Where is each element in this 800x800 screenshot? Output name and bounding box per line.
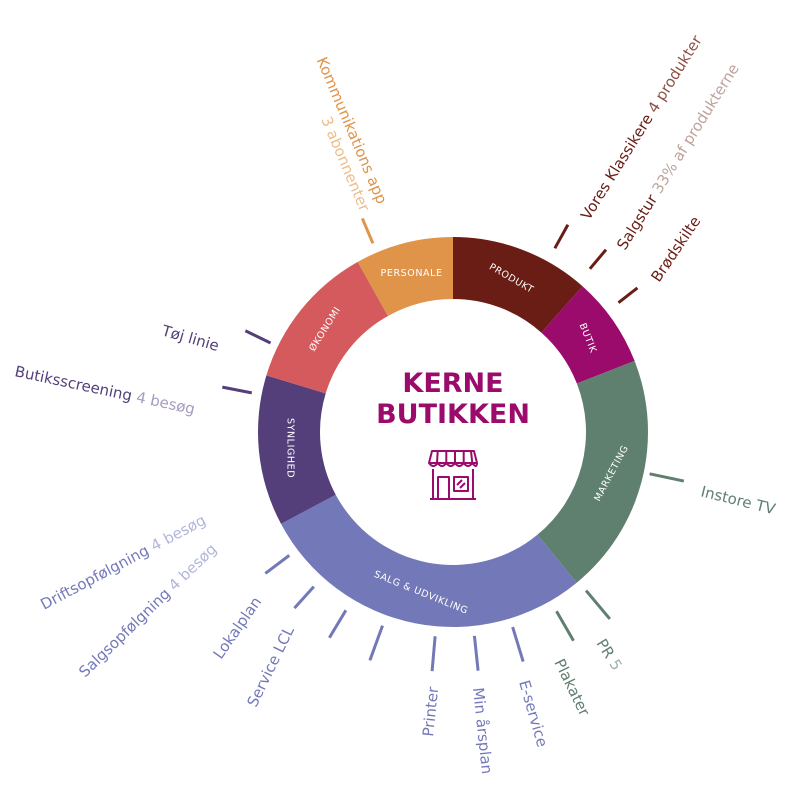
item-label-instore-tv: Instore TV (699, 482, 778, 518)
connector-salgsopfolgning (293, 585, 315, 610)
connector-brodskilte (617, 286, 639, 304)
ring-segment-produkt (453, 237, 583, 333)
item-label-service-lcl: Service LCL (243, 623, 298, 710)
item-label-brodskilte: Brødskilte (647, 213, 704, 285)
item-label-pr: PR 5 (593, 636, 626, 674)
ring-segment-personale (357, 237, 453, 316)
item-label-min-arsplan: Min årsplan (469, 687, 496, 775)
item-main-e-service: E-service (515, 678, 551, 749)
center-label: KERNE BUTIKKEN (376, 368, 530, 500)
item-label-toj-linie: Tøj linie (159, 321, 221, 355)
item-main-brodskilte: Brødskilte (647, 213, 704, 285)
connector-toj-linie (244, 329, 272, 345)
connector-driftsopfolgning (264, 554, 291, 575)
center-title-line2: BUTIKKEN (376, 399, 530, 430)
connector-pr (584, 589, 611, 620)
ring-segment-okonomi (266, 261, 389, 394)
connector-plakater (555, 610, 575, 642)
item-main-min-arsplan: Min årsplan (469, 687, 496, 775)
center-title-line1: KERNE (402, 368, 503, 399)
item-main-lokalplan: Lokalplan (210, 593, 266, 662)
item-label-driftsopfolgning: Driftsopfølgning 4 besøg (37, 511, 208, 614)
storefront-icon (428, 450, 478, 500)
connector-min-arsplan (472, 635, 480, 671)
connector-printer (430, 636, 437, 672)
connector-vores-klassikere (553, 223, 570, 250)
ring-label-synlighed: SYNLIGHED (284, 418, 295, 478)
item-main-toj-linie: Tøj linie (159, 321, 221, 355)
item-sub-salgsopfolgning: 4 besøg (161, 540, 220, 598)
connector-instore-tv (649, 472, 685, 483)
connector-e-service (511, 626, 525, 662)
item-label-printer: Printer (419, 685, 442, 737)
connector-kommunikations-app (360, 217, 375, 244)
item-label-salgsopfolgning: Salgsopfølgning 4 besøg (75, 540, 220, 681)
item-main-instore-tv: Instore TV (699, 482, 778, 518)
connector-lokalplan (328, 609, 348, 639)
item-label-kommunikations-app: Kommunikations app3 abonnenter (295, 54, 391, 215)
item-main-printer: Printer (419, 685, 442, 737)
ring-segment-salg (281, 494, 577, 627)
item-label-plakater: Plakater (550, 656, 593, 720)
item-label-lokalplan: Lokalplan (210, 593, 266, 662)
item-main-salgsopfolgning: Salgsopfølgning (75, 585, 174, 681)
item-main-salgstur: Salgstur (613, 190, 661, 253)
connector-salgstur (588, 248, 608, 270)
item-label-butiksscreening: Butiksscreening 4 besøg (13, 362, 196, 418)
ring-segment-butik (541, 286, 635, 384)
ring-segment-marketing (537, 360, 648, 583)
connector-service-lcl (368, 625, 384, 661)
item-sub-vores-klassikere: 4 produkter (641, 31, 706, 120)
item-label-e-service: E-service (515, 678, 551, 749)
connector-lines (222, 217, 685, 672)
item-sub-butiksscreening: 4 besøg (130, 387, 197, 418)
item-main-driftsopfolgning: Driftsopfølgning (37, 541, 152, 613)
ring-segment-synlighed (258, 375, 336, 524)
item-main-service-lcl: Service LCL (243, 623, 298, 710)
connector-butiksscreening (222, 385, 253, 395)
ring-label-personale: PERSONALE (381, 268, 443, 279)
item-main-plakater: Plakater (550, 656, 593, 720)
item-main-butiksscreening: Butiksscreening (13, 362, 134, 404)
